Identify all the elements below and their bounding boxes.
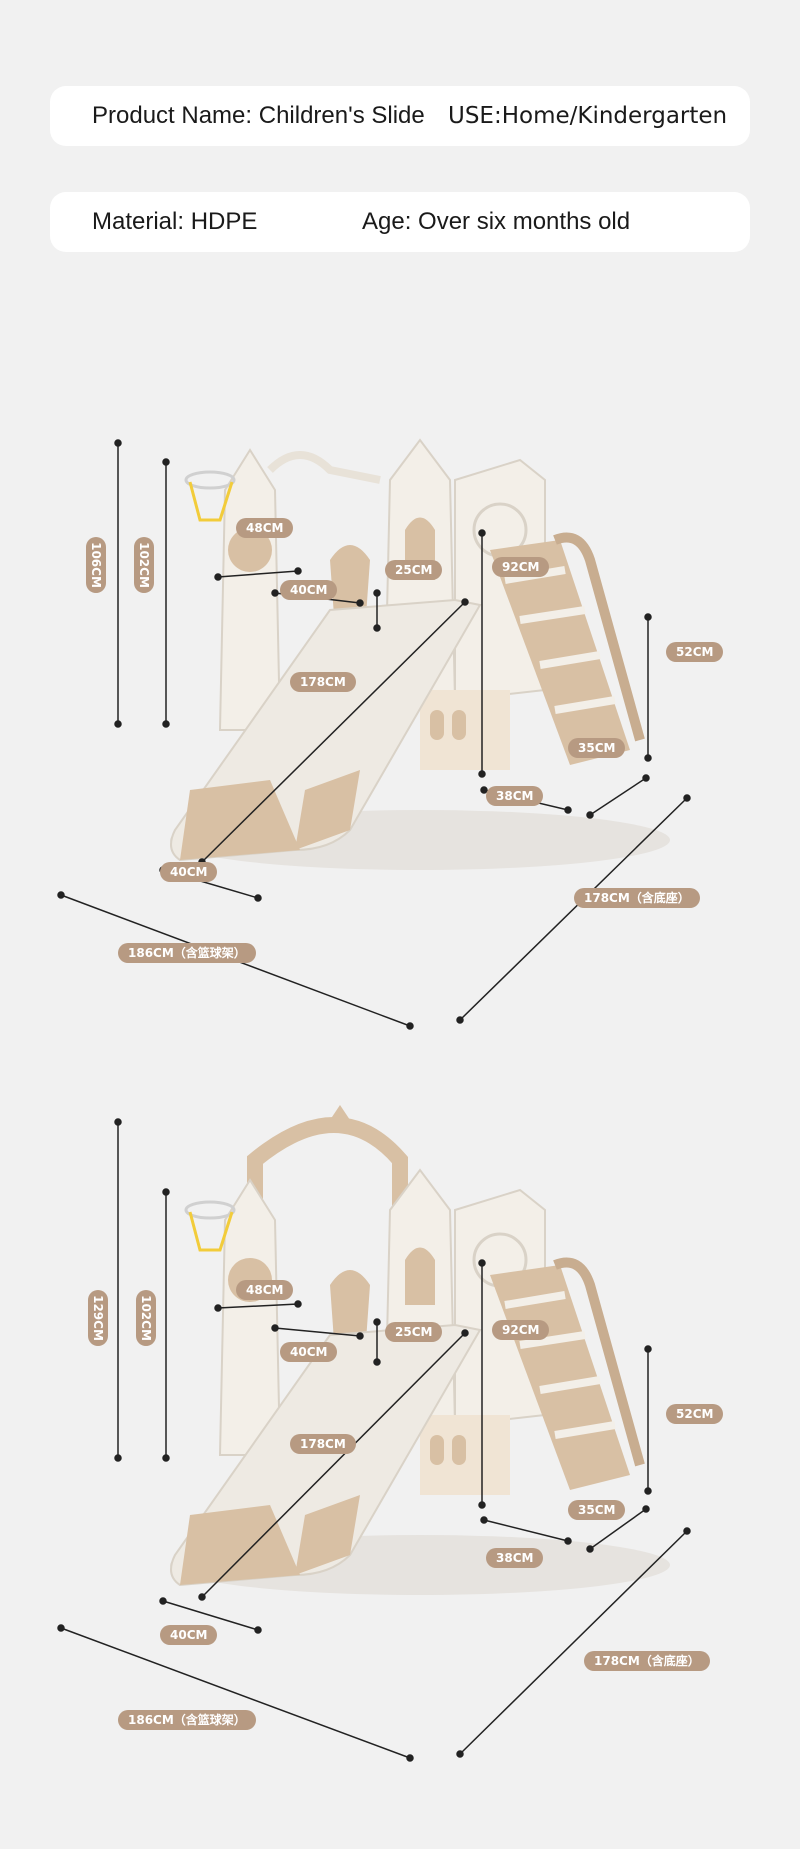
dim-38-label: 38CM: [486, 1548, 544, 1568]
dim-40-top-label: 40CM: [280, 580, 338, 600]
dim-52-label: 52CM: [666, 1404, 724, 1424]
dim-25-label: 25CM: [385, 1322, 443, 1342]
height-deck-label: 102CM: [136, 1290, 156, 1346]
dim-178-slide-label: 178CM: [290, 672, 356, 692]
dim-40-bottom-label: 40CM: [160, 862, 218, 882]
dim-178-base-label: 178CM（含底座）: [584, 1651, 710, 1671]
product-use: USE:Home/Kindergarten: [448, 103, 728, 129]
slide-illustration-2: [57, 1105, 691, 1762]
height-deck-label: 102CM: [134, 537, 154, 593]
dim-38-label: 38CM: [486, 786, 544, 806]
dim-48-label: 48CM: [236, 518, 294, 538]
product-name: Product Name: Children's Slide: [92, 102, 425, 129]
dim-178-base-label: 178CM（含底座）: [574, 888, 700, 908]
dim-40-bottom-label: 40CM: [160, 1625, 218, 1645]
diagram-1: 106CM 102CM 48CM 40CM 25CM 92CM 52CM 178…: [0, 380, 800, 1030]
dim-92-label: 92CM: [492, 1320, 550, 1340]
dim-52-label: 52CM: [666, 642, 724, 662]
dim-186-label: 186CM（含篮球架）: [118, 943, 256, 963]
dim-92-label: 92CM: [492, 557, 550, 577]
slide-illustration-1: [57, 438, 691, 1030]
height-total-label: 129CM: [88, 1290, 108, 1346]
height-total-label: 106CM: [86, 537, 106, 593]
dim-48-label: 48CM: [236, 1280, 294, 1300]
dim-35-label: 35CM: [568, 738, 626, 758]
dim-178-slide-label: 178CM: [290, 1434, 356, 1454]
info-card-product: Product Name: Children's Slide USE:Home/…: [50, 86, 750, 146]
dim-25-label: 25CM: [385, 560, 443, 580]
product-material: Material: HDPE: [92, 208, 258, 235]
dim-186-label: 186CM（含篮球架）: [118, 1710, 256, 1730]
info-card-material: Material: HDPE Age: Over six months old: [50, 192, 750, 252]
product-age: Age: Over six months old: [362, 208, 631, 235]
dim-35-label: 35CM: [568, 1500, 626, 1520]
diagram-2: 129CM 102CM 48CM 40CM 25CM 92CM 52CM 178…: [0, 1100, 800, 1800]
dim-40-top-label: 40CM: [280, 1342, 338, 1362]
